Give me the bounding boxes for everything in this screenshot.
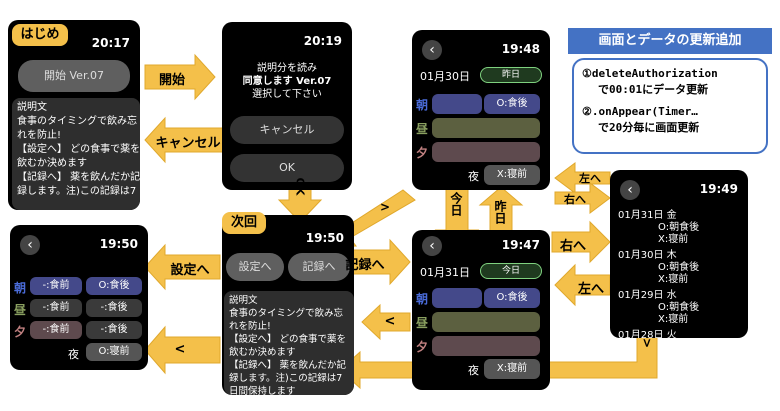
night-label: 夜	[468, 170, 479, 183]
row-label-morning: 朝	[416, 98, 429, 112]
clock: 19:50	[99, 237, 138, 251]
row-label-noon: 昼	[416, 316, 429, 330]
clock: 20:17	[91, 36, 130, 50]
arrow-settings	[144, 243, 221, 291]
arrow-label-start: 開始	[158, 73, 185, 88]
update-note: 画面とデータの更新追加 ①deleteAuthorization で00:01に…	[568, 28, 772, 156]
note-title: 画面とデータの更新追加	[568, 28, 772, 54]
slot-noon[interactable]	[432, 312, 540, 332]
clock: 19:49	[699, 182, 738, 196]
tag-start: はじめ	[12, 24, 68, 46]
arrow-label-gt: >	[640, 337, 654, 349]
screen-record-today: ‹ 19:47 01月31日 今日 朝 昼 夕 O:食後 夜 X:寝前	[412, 230, 550, 390]
setting-evening-after[interactable]: -:食後	[86, 321, 142, 339]
slot-night[interactable]: X:寝前	[484, 165, 540, 185]
settings-button[interactable]: 設定へ	[226, 253, 284, 281]
slot-noon[interactable]	[432, 118, 540, 138]
clock: 20:19	[303, 34, 342, 48]
slot-morning-after[interactable]: O:食後	[484, 94, 540, 114]
note-body: ①deleteAuthorization で00:01にデータ更新 ②.onAp…	[572, 58, 768, 154]
setting-morning-before[interactable]: -:食前	[30, 277, 82, 295]
setting-noon-after[interactable]: -:食後	[86, 299, 142, 317]
clock: 19:48	[501, 42, 540, 56]
row-label-evening: 夕	[416, 340, 429, 354]
arrow-label-today: 今日	[449, 192, 463, 216]
tag-next: 次回	[222, 212, 266, 234]
arrow-label-left1: 左へ	[579, 172, 601, 185]
arrow-label-ok: OK	[293, 177, 307, 196]
arrow-label-lt1: <	[384, 314, 396, 329]
description: 説明文食事のタイミングで飲み忘れを防止!【設定へ】 どの食事で薬を飲むか決めます…	[224, 291, 354, 395]
arrow-label-cancel: キャンセル	[155, 136, 221, 151]
ok-button[interactable]: OK	[230, 154, 344, 182]
clock: 19:50	[305, 231, 344, 245]
row-label-evening: 夕	[416, 146, 429, 160]
screen-settings: ‹ 19:50 朝 昼 夕 -:食前 O:食後 -:食前 -:食後 -:食前 -…	[10, 225, 148, 370]
back-icon[interactable]: ‹	[20, 235, 40, 255]
arrow-label-record: 記録へ	[345, 258, 385, 273]
arrow-label-yesterday: 昨日	[493, 200, 507, 224]
record-button[interactable]: 記録へ	[288, 253, 350, 281]
setting-noon-before[interactable]: -:食前	[30, 299, 82, 317]
clock: 19:47	[501, 238, 540, 252]
slot-morning-after[interactable]: O:食後	[484, 288, 540, 308]
arrow-label-settings: 設定へ	[170, 263, 210, 278]
date-label: 01月30日	[420, 70, 470, 83]
cancel-button[interactable]: キャンセル	[230, 116, 344, 144]
arrow-lt2	[144, 325, 221, 375]
row-label-morning: 朝	[416, 292, 429, 306]
screen-start: 20:17 開始 Ver.07 説明文食事のタイミングで飲み忘れを防止!【設定へ…	[8, 20, 140, 210]
slot-morning-before[interactable]	[432, 288, 482, 308]
arrow-label-v1: >	[379, 200, 391, 214]
night-label: 夜	[68, 348, 79, 361]
arrow-label-left2: 左へ	[577, 282, 604, 297]
date-label: 01月31日	[420, 266, 470, 279]
slot-evening[interactable]	[432, 336, 540, 356]
arrow-left1	[554, 162, 611, 194]
slot-night[interactable]: X:寝前	[484, 359, 540, 379]
arrow-label-lt2: <	[174, 342, 186, 357]
slot-morning-before[interactable]	[432, 94, 482, 114]
arrow-label-right1: 右へ	[564, 193, 586, 206]
row-label-morning: 朝	[14, 281, 27, 295]
arrow-lt1	[361, 303, 411, 341]
setting-evening-before[interactable]: -:食前	[30, 321, 82, 339]
setting-morning-after[interactable]: O:食後	[86, 277, 142, 295]
row-label-noon: 昼	[14, 303, 27, 317]
yesterday-badge[interactable]: 昨日	[480, 67, 542, 83]
arrow-start	[144, 53, 216, 101]
arrow-cancel	[144, 116, 226, 164]
arrow-left2	[554, 263, 611, 307]
back-icon[interactable]: ‹	[422, 40, 442, 60]
start-button[interactable]: 開始 Ver.07	[18, 60, 130, 92]
row-label-evening: 夕	[14, 325, 27, 339]
arrow-right1	[554, 182, 611, 214]
arrow-right2	[551, 220, 611, 264]
back-icon[interactable]: ‹	[620, 180, 640, 200]
slot-evening[interactable]	[432, 142, 540, 162]
arrow-label-right2: 右へ	[559, 239, 586, 254]
today-badge[interactable]: 今日	[480, 263, 542, 279]
history-entry-partial: 01月28日 火	[618, 330, 677, 338]
screen-next: 19:50 設定へ 記録へ 説明文食事のタイミングで飲み忘れを防止!【設定へ】 …	[222, 215, 354, 395]
setting-night[interactable]: O:寝前	[86, 343, 142, 361]
back-icon[interactable]: ‹	[422, 236, 442, 256]
night-label: 夜	[468, 364, 479, 377]
screen-record-yesterday: ‹ 19:48 01月30日 昨日 朝 昼 夕 O:食後 夜 X:寝前	[412, 30, 550, 190]
description: 説明文食事のタイミングで飲み忘れを防止!【設定へ】 どの食事で薬を飲むか決めます…	[12, 98, 140, 210]
row-label-noon: 昼	[416, 122, 429, 136]
